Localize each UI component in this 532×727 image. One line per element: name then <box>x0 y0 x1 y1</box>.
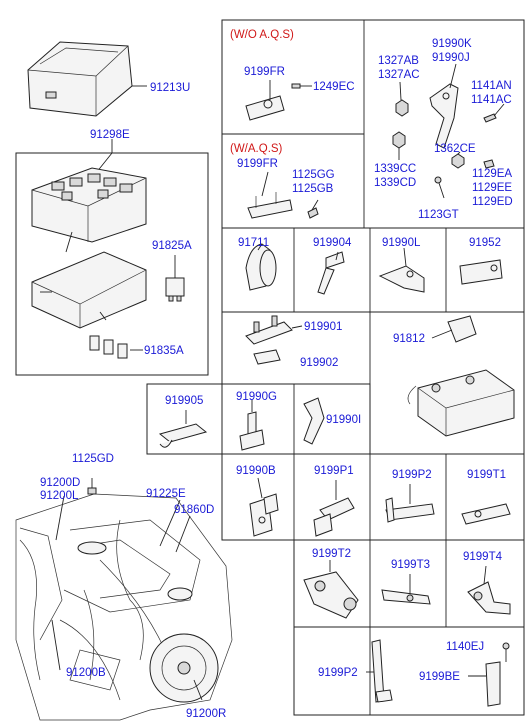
label-91812: 91812 <box>393 333 425 345</box>
label-919901: 919901 <box>304 321 342 333</box>
vehicle-trunk-illustration <box>15 478 233 721</box>
label-1140ej: 1140EJ <box>446 641 484 653</box>
label-1327ac: 1327AC <box>378 69 420 81</box>
plate-91952 <box>459 259 503 285</box>
label-9199fr-a: 9199FR <box>244 66 285 78</box>
bracket-9199p2-b <box>366 639 393 703</box>
bracket-919901 <box>245 315 303 365</box>
label-91213u: 91213U <box>150 82 190 94</box>
label-91298e: 91298E <box>90 129 130 141</box>
label-91835a: 91835A <box>144 345 184 357</box>
label-91225e: 91225E <box>146 488 186 500</box>
fuse-box-cover <box>27 41 147 117</box>
label-91200b: 91200B <box>66 667 106 679</box>
bracket-9199fr-w-aqs <box>247 171 319 219</box>
bracket-9199be <box>468 642 510 707</box>
label-1129ed: 1129ED <box>472 196 513 208</box>
label-1123gt: 1123GT <box>418 209 459 221</box>
label-1141ac: 1141AC <box>471 94 512 106</box>
nut-1339cc <box>392 131 406 160</box>
label-91990j: 91990J <box>432 52 470 64</box>
fuse-box-lower-case <box>31 251 147 329</box>
label-1125gd: 1125GD <box>72 453 114 465</box>
label-919902: 919902 <box>300 357 338 369</box>
label-9199t4: 9199T4 <box>463 551 503 563</box>
label-wo-aqs: (W/O A.Q.S) <box>230 29 294 41</box>
bracket-9199p1 <box>313 480 355 537</box>
label-1125gb: 1125GB <box>292 183 334 195</box>
label-1249ec: 1249EC <box>313 81 355 93</box>
label-91990k: 91990K <box>432 38 472 50</box>
part-labels: (W/O A.Q.S) (W/A.Q.S) 91213U 91298E 9182… <box>40 29 513 720</box>
label-1339cc: 1339CC <box>374 163 416 175</box>
label-919905: 919905 <box>165 395 203 407</box>
clip-91990g <box>239 400 265 451</box>
label-91952: 91952 <box>469 237 501 249</box>
bracket-9199fr-wo-aqs <box>245 80 312 121</box>
label-w-aqs: (W/A.Q.S) <box>230 143 283 155</box>
label-91200d: 91200D <box>40 477 80 489</box>
label-9199t1: 9199T1 <box>467 469 506 481</box>
label-1327ab: 1327AB <box>378 55 419 67</box>
panel-frames <box>15 19 525 716</box>
terminal-9199t4 <box>467 565 511 615</box>
label-1129ea: 1129EA <box>472 168 512 180</box>
bracket-91990k <box>429 63 459 149</box>
label-1129ee: 1129EE <box>472 182 512 194</box>
bracket-9199p2-a <box>385 484 435 523</box>
screw-1123gt <box>434 176 445 199</box>
label-1362ce: 1362CE <box>434 143 476 155</box>
relay <box>165 255 185 302</box>
label-9199p2-b: 9199P2 <box>318 667 358 679</box>
clip-91990i <box>303 397 325 445</box>
label-1125gg: 1125GG <box>292 169 335 181</box>
nut-1362ce <box>451 151 465 169</box>
label-91825a: 91825A <box>152 240 192 252</box>
label-9199p2-a: 9199P2 <box>392 469 432 481</box>
bracket-91990l <box>378 247 425 293</box>
label-9199t3: 9199T3 <box>391 559 430 571</box>
grommet-91711 <box>245 243 277 291</box>
label-9199be: 9199BE <box>419 671 460 683</box>
label-9199fr-b: 9199FR <box>237 158 278 170</box>
label-919904: 919904 <box>313 237 352 249</box>
label-91990i: 91990I <box>326 414 361 426</box>
label-91860d: 91860D <box>174 504 214 516</box>
label-91990l: 91990L <box>382 237 421 249</box>
label-1141an: 1141AN <box>471 80 512 92</box>
terminal-9199t3 <box>381 574 431 605</box>
clip-919905 <box>158 410 208 448</box>
label-1339cd: 1339CD <box>374 177 416 189</box>
terminal-9199t2 <box>303 560 359 619</box>
bolt-1129ea <box>483 159 495 169</box>
label-91200l: 91200L <box>40 490 79 502</box>
label-91200r: 91200R <box>186 708 226 720</box>
label-91990b: 91990B <box>236 465 276 477</box>
label-91711: 91711 <box>238 237 269 249</box>
bracket-91990b <box>249 477 279 537</box>
clip-919904 <box>317 251 345 295</box>
nut-1327ab <box>395 81 409 117</box>
fuse-box-body <box>31 139 147 253</box>
label-91990g: 91990G <box>236 391 277 403</box>
label-9199p1: 9199P1 <box>314 465 354 477</box>
bottom-bracket-panel <box>293 626 525 716</box>
label-9199t2: 9199T2 <box>312 548 351 560</box>
plate-9199t1 <box>461 503 511 525</box>
bolt-1141an <box>483 103 505 123</box>
fuses <box>89 335 143 359</box>
battery <box>407 315 515 437</box>
